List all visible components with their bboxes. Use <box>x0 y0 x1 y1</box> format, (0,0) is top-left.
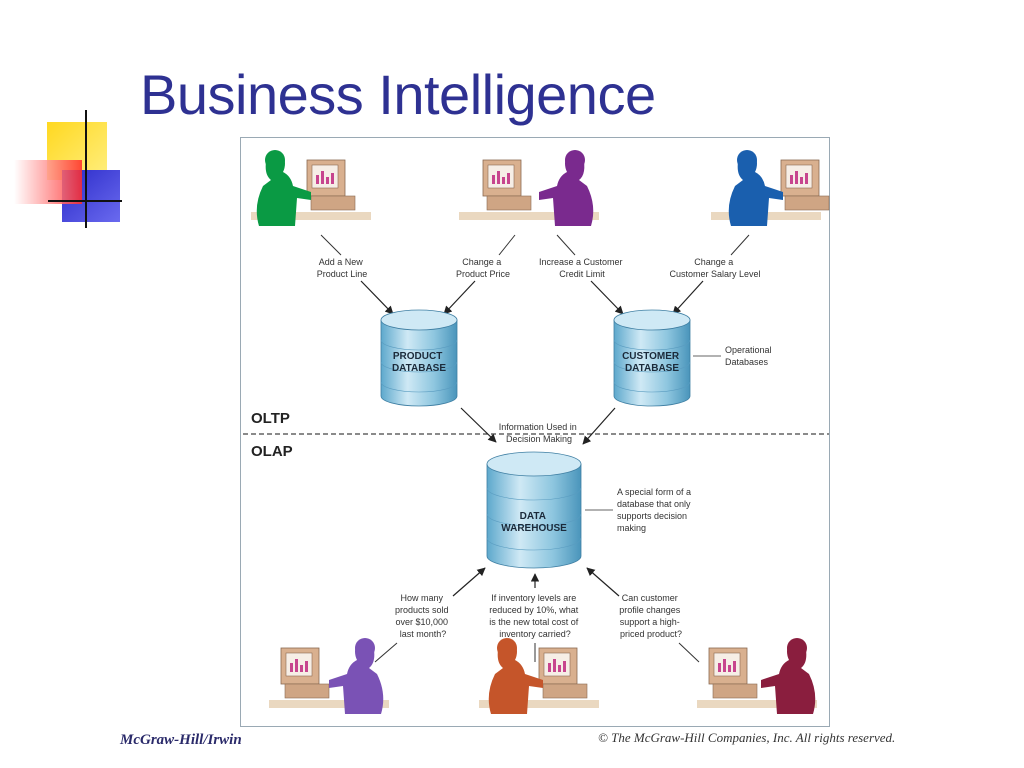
connector-line <box>730 234 750 256</box>
query-customer-profile: Can customer profile changes support a h… <box>619 593 683 639</box>
connector-line <box>374 642 398 663</box>
action-change-salary-level: Change a Customer Salary Level <box>669 257 760 279</box>
computer-monitor-icon <box>538 647 588 699</box>
user-change-product-price <box>459 150 599 226</box>
decorative-squares <box>14 110 122 228</box>
product-database-cylinder <box>380 309 458 407</box>
query-products-sold: How many products sold over $10,000 last… <box>395 593 451 639</box>
arrow <box>452 567 486 597</box>
olap-label: OLAP <box>251 443 293 460</box>
query-inventory-cost: If inventory levels are reduced by 10%, … <box>489 593 581 639</box>
operational-databases-label: Operational Databases <box>725 345 774 367</box>
warehouse-note: A special form of a database that only s… <box>617 487 694 533</box>
action-increase-credit-limit: Increase a Customer Credit Limit <box>539 257 625 279</box>
oltp-label: OLTP <box>251 410 290 427</box>
product-database-label: PRODUCT DATABASE <box>392 351 446 374</box>
information-used-label: Information Used in Decision Making <box>499 422 580 444</box>
publisher-footer: McGraw-Hill/Irwin <box>120 732 242 748</box>
user-add-product-line <box>251 150 371 226</box>
connector-line <box>320 234 342 256</box>
copyright-footer: © The McGraw-Hill Companies, Inc. All ri… <box>598 730 896 745</box>
user-change-salary-level <box>711 150 830 226</box>
data-warehouse-cylinder <box>486 451 582 569</box>
arrow <box>586 567 620 597</box>
computer-monitor-icon <box>280 647 330 699</box>
computer-monitor-icon <box>780 159 830 211</box>
customer-database-label: CUSTOMER DATABASE <box>622 351 682 374</box>
slide-title: Business Intelligence <box>140 63 656 126</box>
arrow <box>590 280 624 315</box>
arrow <box>672 280 704 315</box>
connector-line <box>678 642 700 663</box>
red-square <box>14 160 82 204</box>
user-customer-profile-query <box>697 638 817 714</box>
arrow <box>360 280 394 315</box>
user-products-sold-query <box>269 638 389 714</box>
action-change-product-price: Change a Product Price <box>456 257 510 279</box>
customer-database-cylinder <box>613 309 691 407</box>
bi-diagram: Add a New Product Line Change a Product … <box>243 150 830 714</box>
computer-monitor-icon <box>482 159 532 211</box>
computer-monitor-icon <box>708 647 758 699</box>
action-add-product-line: Add a New Product Line <box>317 257 368 279</box>
bi-figure: Add a New Product Line Change a Product … <box>240 137 830 727</box>
computer-monitor-icon <box>306 159 356 211</box>
arrow <box>460 407 497 443</box>
arrow <box>582 407 616 445</box>
connector-line <box>498 234 516 256</box>
data-warehouse-label: DATA WAREHOUSE <box>501 511 567 534</box>
connector-line <box>556 234 576 256</box>
arrow <box>443 280 476 315</box>
user-inventory-query <box>479 638 599 714</box>
